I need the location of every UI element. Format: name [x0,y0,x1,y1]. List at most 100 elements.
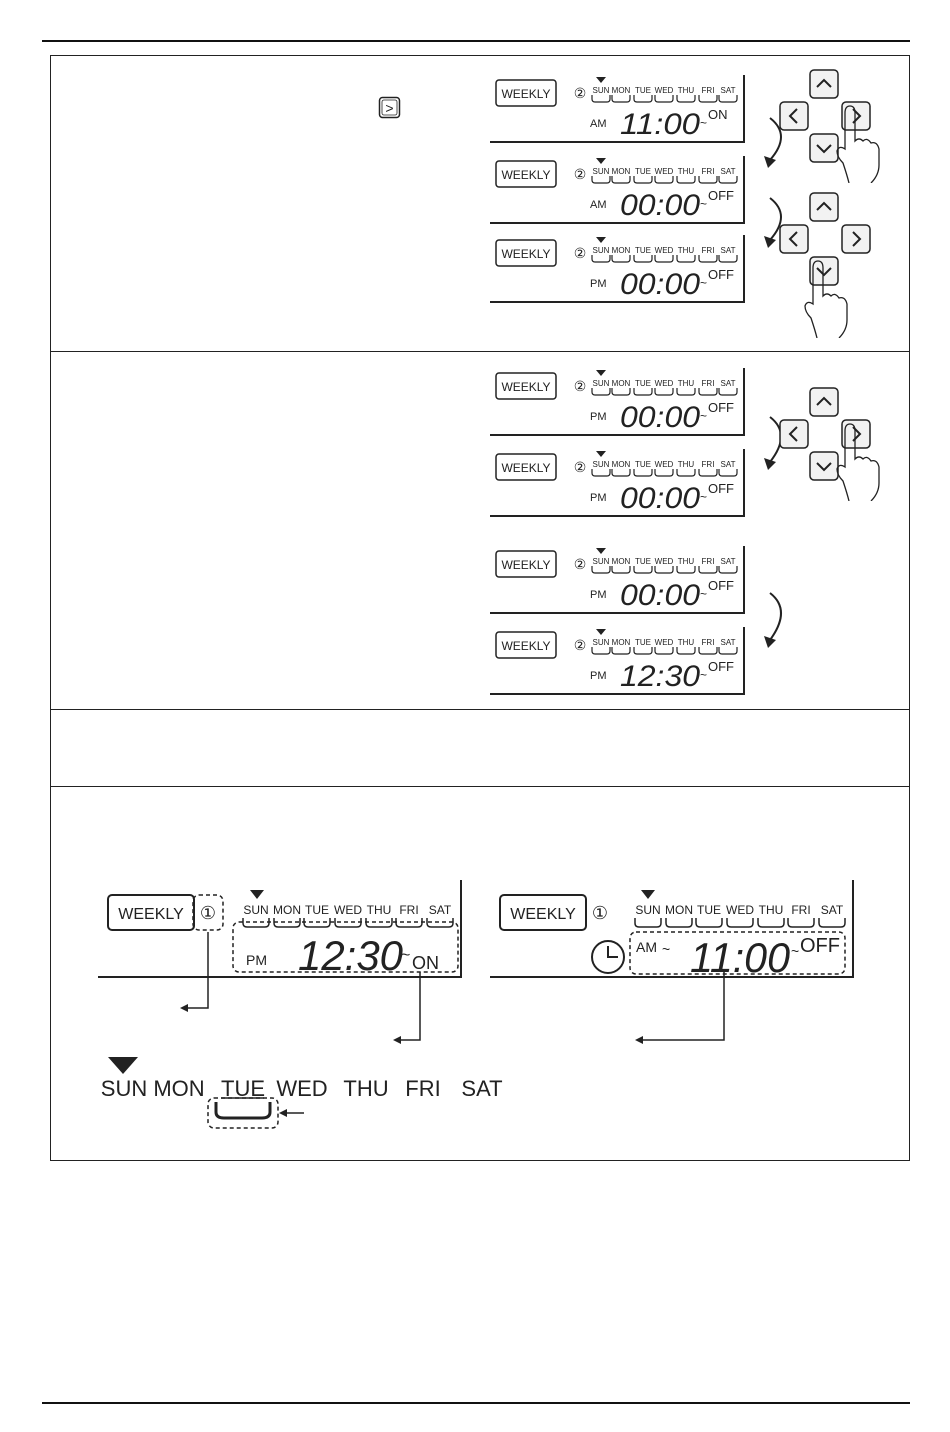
day-label: FRI [702,86,715,95]
day-label: SAT [721,379,736,388]
tilde-mark: ~ [401,947,410,964]
day-label: TUE [635,460,651,469]
left-button[interactable] [779,419,809,449]
chevron-right-icon [852,231,862,247]
clock-icon [591,940,625,974]
day-label: SAT [821,903,844,917]
state-label: OFF [800,935,840,957]
svg-text:>: > [385,100,393,116]
day-label: SAT [721,460,736,469]
day-bracket [214,1102,272,1120]
day-label: MON [612,86,631,95]
weekly-label: WEEKLY [118,906,184,923]
state-label: ON [412,953,439,973]
day-label: SUN [593,167,610,176]
day-label: TUE [635,167,651,176]
time-readout: 12:30 [620,660,700,693]
tilde-mark: ~ [662,941,670,957]
day-label: WED [655,246,674,255]
chevron-left-icon [788,108,798,124]
day-label: WED [655,638,674,647]
day-label: MON [612,638,631,647]
day-label: THU [367,903,392,917]
row-divider-3 [51,786,909,787]
state-label: OFF [708,578,734,593]
bottom-rule [42,1402,910,1404]
day-label: TUE [635,557,651,566]
pointing-hand-icon [836,105,880,183]
day-label: WED [655,86,674,95]
weekly-label: WEEKLY [501,639,550,653]
day-label: SAT [721,167,736,176]
day-label: WED [655,460,674,469]
day-label: SUN [593,460,610,469]
day-label: WED [276,1076,327,1101]
current-day-marker [108,1057,138,1074]
tilde-mark: ~ [700,409,707,423]
tilde-mark: ~ [700,587,707,601]
up-button[interactable] [809,387,839,417]
day-label: SUN [593,86,610,95]
time-readout: 00:00 [620,189,700,222]
day-label: TUE [221,1076,265,1101]
time-readout: 11:00 [620,108,700,141]
program-number: ① [592,903,608,923]
day-label: WED [726,903,754,917]
day-label: SUN [593,638,610,647]
day-label: SUN [593,557,610,566]
day-label: WED [334,903,362,917]
chevron-down-icon [816,144,832,154]
state-label: OFF [708,481,734,496]
up-button[interactable] [809,69,839,99]
day-label: FRI [702,379,715,388]
day-label: TUE [635,246,651,255]
time-readout: 00:00 [620,401,700,434]
tilde-mark: ~ [791,943,799,959]
day-label: SAT [721,557,736,566]
day-label: TUE [635,379,651,388]
period-label: AM [590,199,607,211]
day-label: MON [665,903,693,917]
period-label: PM [590,492,607,504]
weekly-label: WEEKLY [501,380,550,394]
day-label: SUN [635,903,660,917]
state-label: OFF [708,188,734,203]
right-button[interactable] [841,101,871,131]
day-label: THU [678,638,695,647]
down-button[interactable] [809,256,839,286]
day-label: THU [343,1076,388,1101]
tilde-mark: ~ [700,668,707,682]
left-button[interactable] [779,224,809,254]
right-button[interactable] [841,224,871,254]
time-readout: 11:00 [690,934,791,980]
day-label: FRI [702,167,715,176]
day-label: FRI [405,1076,440,1101]
day-label: SUN [593,379,610,388]
curved-arrow [769,592,782,641]
program-number: ② [574,637,587,653]
period-label: PM [590,670,607,682]
tilde-mark: ~ [700,197,707,211]
weekly-label: WEEKLY [501,558,550,572]
left-button[interactable] [779,101,809,131]
program-number: ② [574,556,587,572]
day-label: MON [612,246,631,255]
up-button[interactable] [809,192,839,222]
weekly-label: WEEKLY [501,168,550,182]
day-label: MON [153,1076,204,1101]
program-number: ① [200,903,216,923]
day-label: MON [612,557,631,566]
period-label: PM [590,411,607,423]
day-label: SUN [101,1076,147,1101]
chevron-up-icon [816,201,832,211]
time-readout: 00:00 [620,579,700,612]
pointing-hand-icon [804,260,848,338]
